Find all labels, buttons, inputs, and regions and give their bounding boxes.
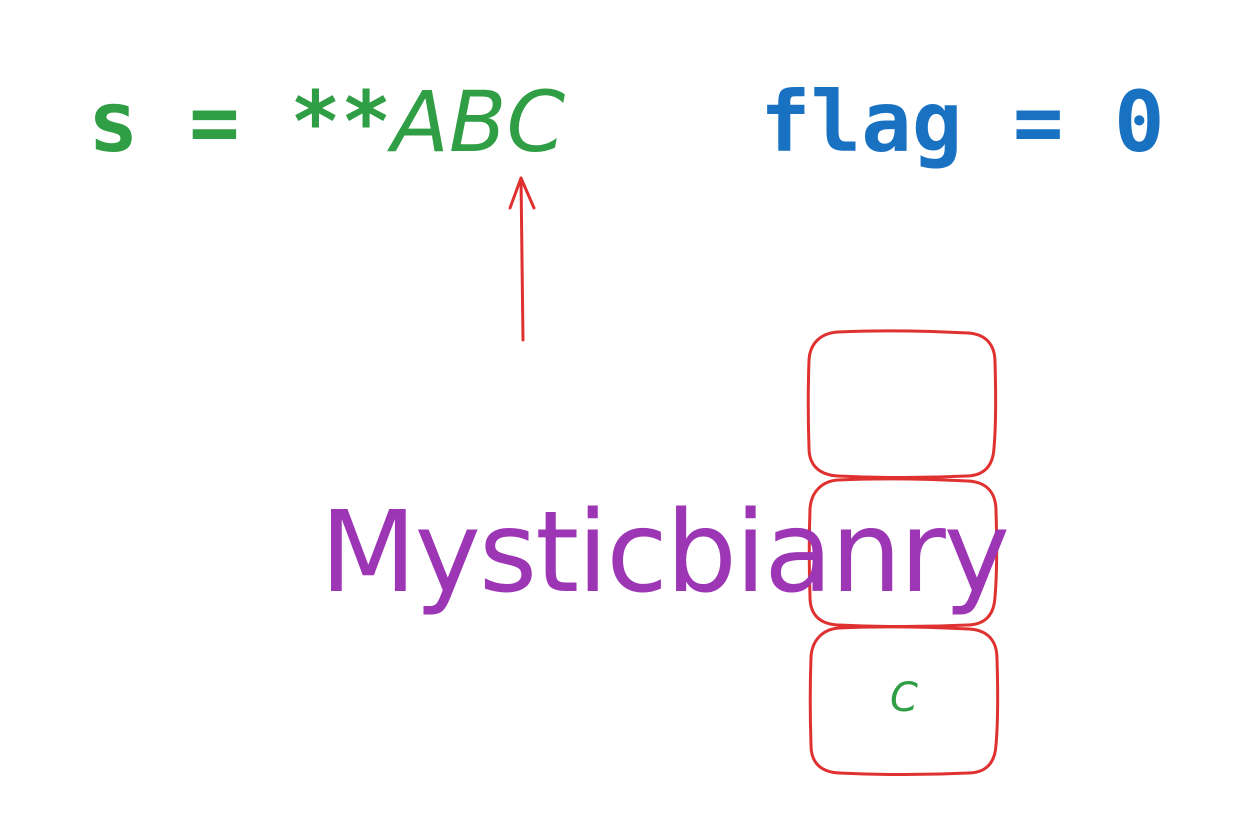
expression-s-prefix: s = ** — [88, 73, 392, 171]
stack — [806, 329, 1000, 776]
pointer-arrow — [508, 176, 536, 342]
stack-cell-bottom — [808, 625, 1000, 776]
stack-cell-top — [806, 329, 998, 479]
watermark-text: Mysticbianry — [320, 488, 1010, 618]
pointer-arrow-shaft — [519, 176, 525, 342]
expression-flag: flag = 0 — [760, 73, 1165, 171]
expression-s-literal: ABC — [391, 73, 566, 171]
stack-cell-bottom-label: C — [890, 675, 918, 721]
expression-s: s = **ABC — [88, 72, 565, 172]
stack-cell-middle — [807, 477, 999, 628]
pointer-arrow-head — [508, 176, 536, 210]
